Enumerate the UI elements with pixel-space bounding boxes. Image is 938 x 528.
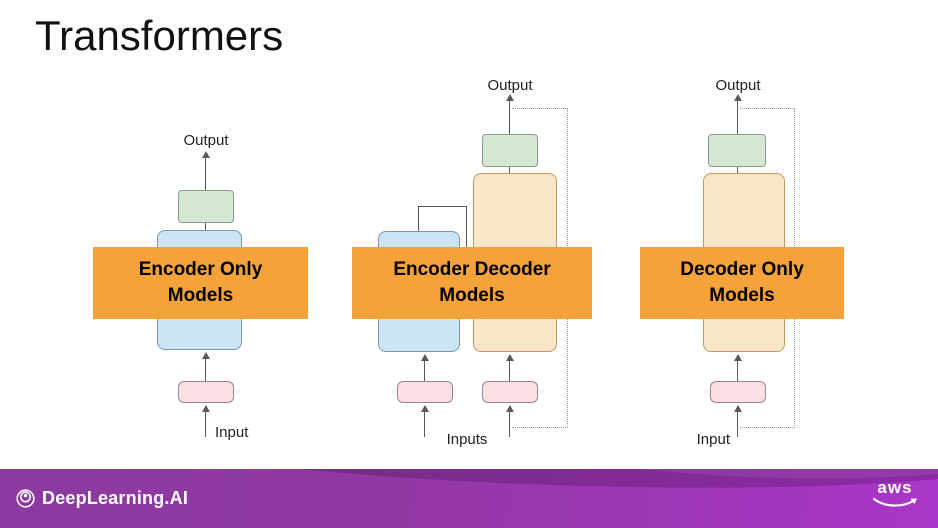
banner-encoder-decoder: Encoder Decoder Models: [352, 247, 592, 319]
banner-line2: Models: [167, 285, 234, 306]
cross-attention-link-right: [466, 206, 467, 250]
embed-arrow-line: [424, 361, 425, 381]
connector-line: [737, 167, 738, 173]
aws-text: aws: [877, 478, 913, 497]
connector-line: [509, 167, 510, 173]
input-arrowhead-icon: [506, 405, 514, 412]
input-arrow-line: [424, 412, 425, 437]
embed-arrowhead-icon: [421, 354, 429, 361]
feedback-loop-top: [740, 108, 795, 109]
output-arrow-line: [205, 158, 206, 190]
input-arrow-line: [205, 412, 206, 437]
embed-arrow-line: [737, 361, 738, 381]
banner-line1: Encoder Only: [138, 259, 263, 280]
feedback-loop-top: [512, 108, 568, 109]
output-arrowhead-icon: [506, 94, 514, 101]
input-embedding-box: [482, 381, 538, 403]
input-embedding-box: [397, 381, 453, 403]
footer-bar: DeepLearning.AI aws: [0, 469, 938, 528]
output-arrowhead-icon: [202, 151, 210, 158]
input-arrowhead-icon: [734, 405, 742, 412]
output-arrowhead-icon: [734, 94, 742, 101]
input-embedding-box: [710, 381, 766, 403]
connector-line: [205, 223, 206, 230]
feedback-loop-bottom: [512, 427, 568, 428]
input-arrow-line: [509, 412, 510, 437]
input-arrow-line: [737, 412, 738, 437]
input-embedding-box: [178, 381, 234, 403]
input-label: Inputs: [446, 431, 488, 448]
output-arrow-line: [737, 101, 738, 134]
embed-arrowhead-icon: [202, 352, 210, 359]
aws-logo: aws: [872, 478, 918, 514]
banner-line2: Models: [439, 285, 505, 306]
page-title: Transformers: [35, 12, 284, 59]
output-label: Output: [183, 132, 229, 149]
feedback-loop-bottom: [740, 427, 795, 428]
output-head-box: [178, 190, 234, 223]
encoder-decoder-diagram: Output Encoder Decoder Models Inputs: [352, 75, 592, 452]
brand-text: DeepLearning.AI: [42, 488, 189, 508]
input-label: Input: [215, 424, 249, 441]
banner-decoder-only: Decoder Only Models: [640, 247, 844, 319]
embed-arrow-line: [509, 361, 510, 381]
embed-arrowhead-icon: [506, 354, 514, 361]
banner-line1: Decoder Only: [680, 259, 804, 280]
footer-swoosh-decoration: [300, 469, 938, 488]
cross-attention-link-top: [418, 206, 467, 207]
encoder-only-diagram: Output Encoder Only Models Input: [93, 130, 308, 452]
deeplearning-rings-icon: [16, 489, 35, 508]
banner-encoder-only: Encoder Only Models: [93, 247, 308, 319]
output-head-box: [482, 134, 538, 167]
output-head-box: [708, 134, 766, 167]
banner-line1: Encoder Decoder: [393, 259, 551, 280]
input-arrowhead-icon: [202, 405, 210, 412]
aws-smile-icon: [872, 497, 917, 507]
decoder-only-diagram: Output Decoder Only Models Input: [628, 75, 858, 452]
input-label: Input: [696, 431, 730, 448]
banner-line2: Models: [709, 285, 775, 306]
deeplearning-ai-logo: DeepLearning.AI: [15, 469, 188, 528]
embed-arrow-line: [205, 359, 206, 381]
embed-arrowhead-icon: [734, 354, 742, 361]
cross-attention-link-left: [418, 206, 419, 231]
input-arrowhead-icon: [421, 405, 429, 412]
output-label: Output: [715, 77, 761, 94]
output-label: Output: [487, 77, 533, 94]
output-arrow-line: [509, 101, 510, 134]
